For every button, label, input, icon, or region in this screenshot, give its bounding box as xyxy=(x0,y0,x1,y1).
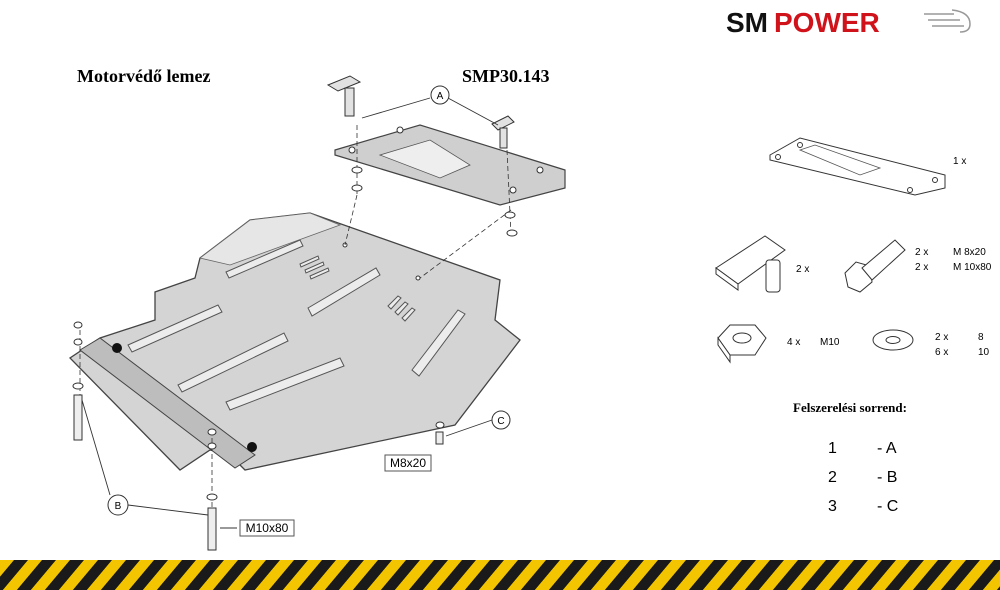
parts-list: 1 x 2 x 2 x 2 x M 8x20 M 10x80 4 x M10 2… xyxy=(715,137,992,364)
washer-size-2: 10 xyxy=(978,347,990,358)
nut-spec: M10 xyxy=(820,337,840,348)
motorbike-icon xyxy=(924,9,971,33)
washer-part-icon xyxy=(872,329,914,351)
t-pin-left xyxy=(326,75,362,117)
washer-qty-1: 2 x xyxy=(935,332,948,343)
hazard-stripe xyxy=(0,560,1000,590)
order-num-2: 2 xyxy=(828,469,837,486)
nut-qty: 4 x xyxy=(787,337,800,348)
order-step-3: - C xyxy=(877,498,899,515)
bracket-part-icon xyxy=(769,137,946,196)
product-code: SMP30.143 xyxy=(462,66,550,86)
bolt-part-icon xyxy=(844,239,906,293)
label-m10x80-text: M10x80 xyxy=(246,521,289,535)
t-pin-part-icon xyxy=(715,235,786,293)
washer-size-1: 8 xyxy=(978,332,984,343)
bolt-spec-2: M 10x80 xyxy=(953,262,992,273)
washer-qty-2: 6 x xyxy=(935,347,948,358)
order-step-2: - B xyxy=(877,469,898,486)
order-title: Felszerelési sorrend: xyxy=(793,400,907,415)
bolt-spec-1: M 8x20 xyxy=(953,247,986,258)
callout-c: C xyxy=(491,410,511,430)
callout-b-label: B xyxy=(115,501,122,512)
page-title: Motorvédő lemez xyxy=(77,66,211,86)
bracket-qty: 1 x xyxy=(953,156,966,167)
callout-a-label: A xyxy=(437,91,444,102)
t-pin-qty: 2 x xyxy=(796,264,809,275)
callout-a: A xyxy=(430,85,450,105)
order-step-1: - A xyxy=(877,440,897,457)
order-num-1: 1 xyxy=(828,440,837,457)
callout-c-label: C xyxy=(497,416,504,427)
skid-plate xyxy=(68,212,521,471)
assembly-diagram: A B C M8x20 M10x80 xyxy=(68,75,566,551)
logo-graphic: SM POWER xyxy=(726,7,971,38)
logo-power-text: POWER xyxy=(774,7,880,38)
bolt-qty-1: 2 x xyxy=(915,247,928,258)
label-m8x20-text: M8x20 xyxy=(390,456,426,470)
bolt-icons xyxy=(73,394,444,551)
bolt-qty-2: 2 x xyxy=(915,262,928,273)
label-m10x80: M10x80 xyxy=(239,519,295,537)
nut-part-icon xyxy=(717,324,767,364)
order-num-3: 3 xyxy=(828,498,837,515)
logo-sm-text: SM xyxy=(726,7,768,38)
callout-b: B xyxy=(107,494,129,516)
brand-logo: SM POWER xyxy=(724,4,974,40)
t-pin-right xyxy=(491,115,515,149)
bracket-plate xyxy=(334,124,566,206)
label-m8x20: M8x20 xyxy=(384,454,432,472)
